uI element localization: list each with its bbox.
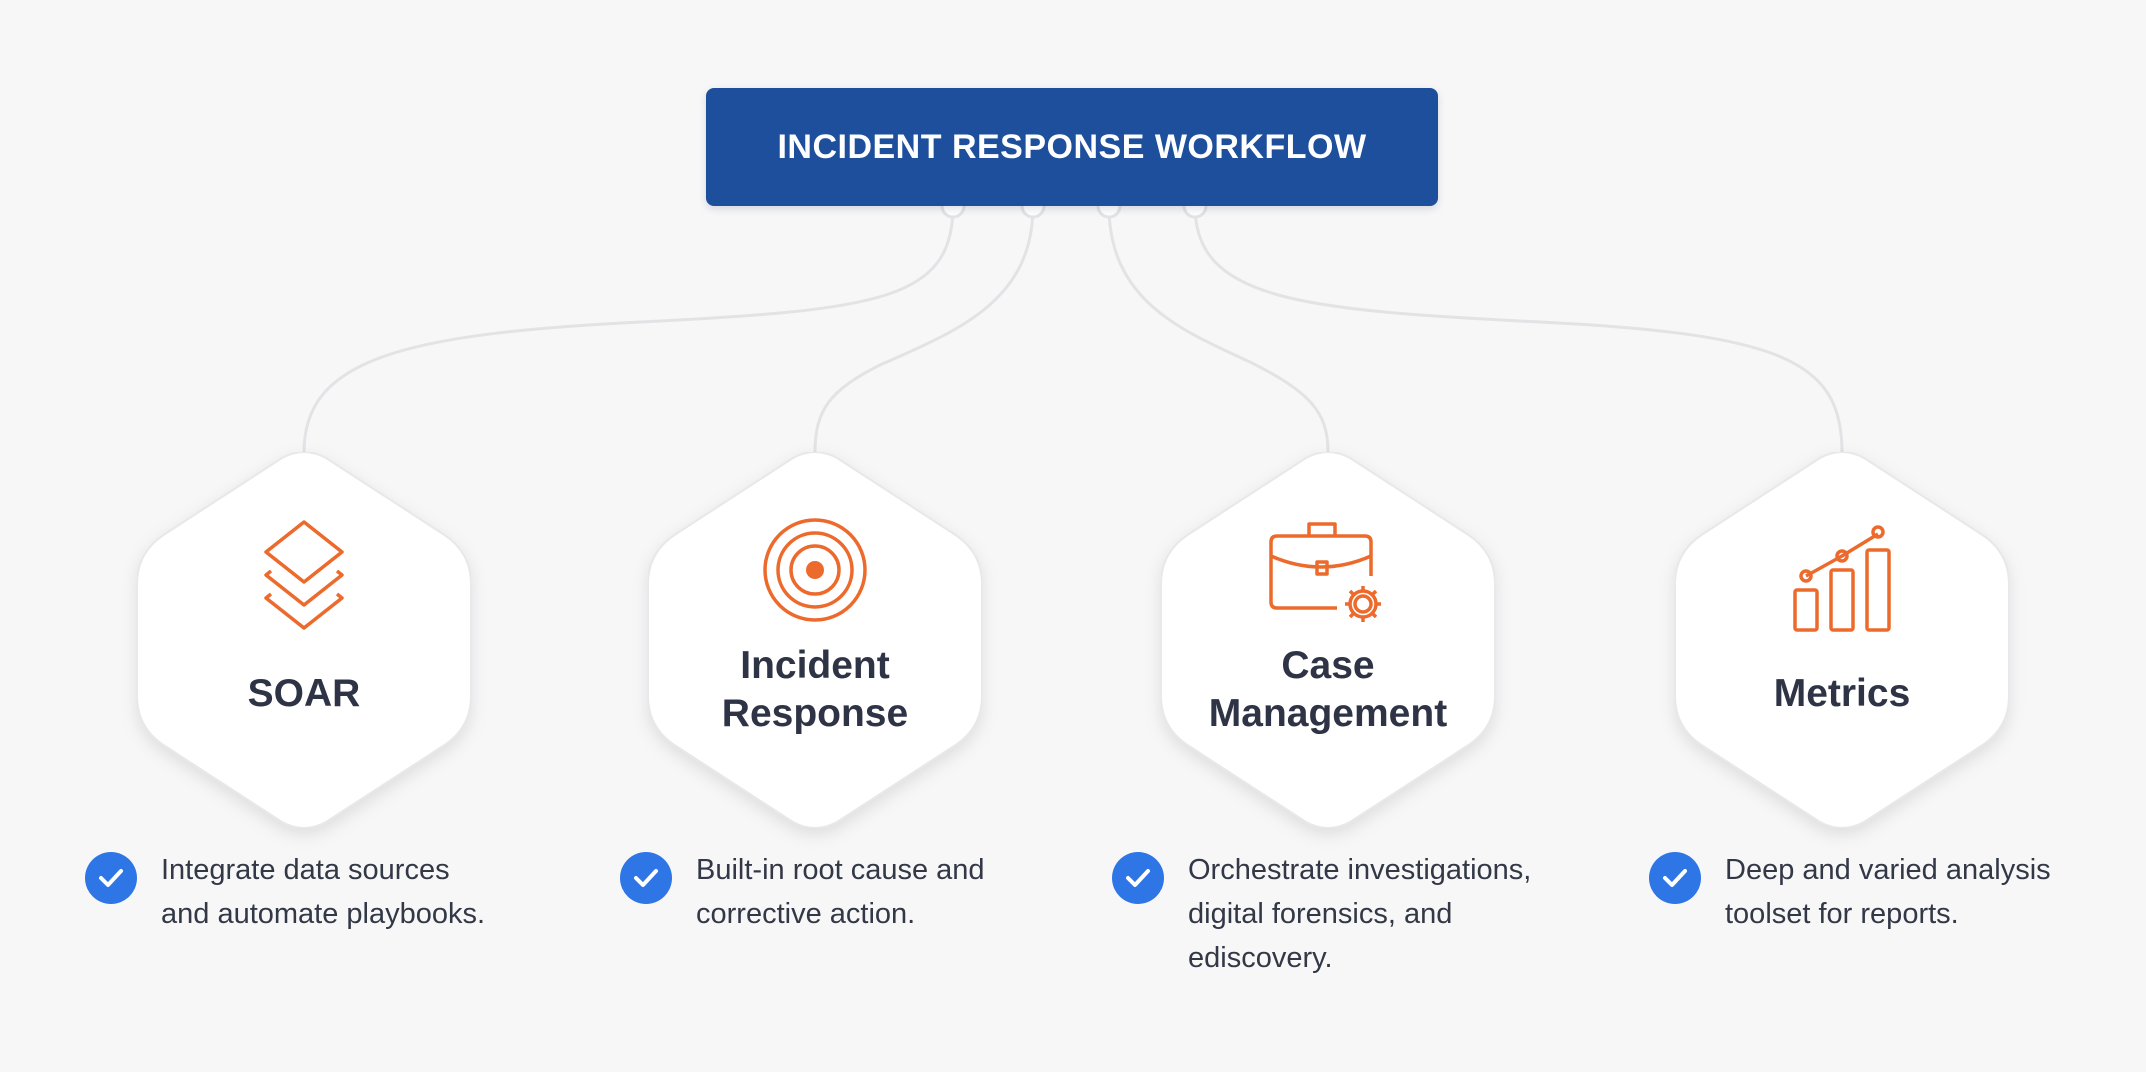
node-soar: SOAR bbox=[137, 452, 471, 828]
feature-text: Deep and varied analysis toolset for rep… bbox=[1725, 854, 2051, 930]
checkmark-icon bbox=[1112, 852, 1164, 904]
feature-text: Integrate data sources and automate play… bbox=[161, 854, 486, 930]
hexagon-shape bbox=[1161, 452, 1495, 828]
layers-icon bbox=[264, 520, 344, 630]
connector-soar bbox=[302, 205, 955, 453]
checkmark-icon bbox=[1649, 852, 1701, 904]
hexagon-shape bbox=[1675, 452, 2009, 828]
node-title: Metrics bbox=[1773, 672, 1911, 715]
node-title: Case Management bbox=[1208, 644, 1448, 735]
connector-case-management bbox=[1107, 205, 1330, 453]
feature-incident-response: Built-in root cause and corrective actio… bbox=[620, 852, 985, 936]
node-metrics: Metrics bbox=[1675, 452, 2009, 828]
briefcase-gear-icon bbox=[1269, 522, 1381, 622]
hexagon-shape bbox=[648, 452, 982, 828]
target-icon bbox=[763, 518, 867, 622]
workflow-title: INCIDENT RESPONSE WORKFLOW bbox=[777, 127, 1367, 166]
node-title: SOAR bbox=[247, 672, 361, 715]
node-incident-response: Incident Response bbox=[648, 452, 982, 828]
feature-case-management: Orchestrate investigations, digital fore… bbox=[1112, 852, 1531, 980]
feature-soar: Integrate data sources and automate play… bbox=[85, 852, 485, 936]
node-case-management: Case Management bbox=[1161, 452, 1495, 828]
checkmark-icon bbox=[620, 852, 672, 904]
checkmark-icon bbox=[85, 852, 137, 904]
connector-metrics bbox=[1193, 205, 1844, 453]
connector-incident-response bbox=[813, 205, 1035, 453]
feature-text: Built-in root cause and corrective actio… bbox=[696, 854, 985, 930]
bar-chart-icon bbox=[1793, 525, 1891, 632]
feature-text: Orchestrate investigations, digital fore… bbox=[1188, 854, 1532, 974]
hexagon-shape bbox=[137, 452, 471, 828]
feature-metrics: Deep and varied analysis toolset for rep… bbox=[1649, 852, 2051, 936]
node-title: Incident Response bbox=[721, 644, 909, 735]
workflow-header: INCIDENT RESPONSE WORKFLOW bbox=[706, 88, 1438, 206]
